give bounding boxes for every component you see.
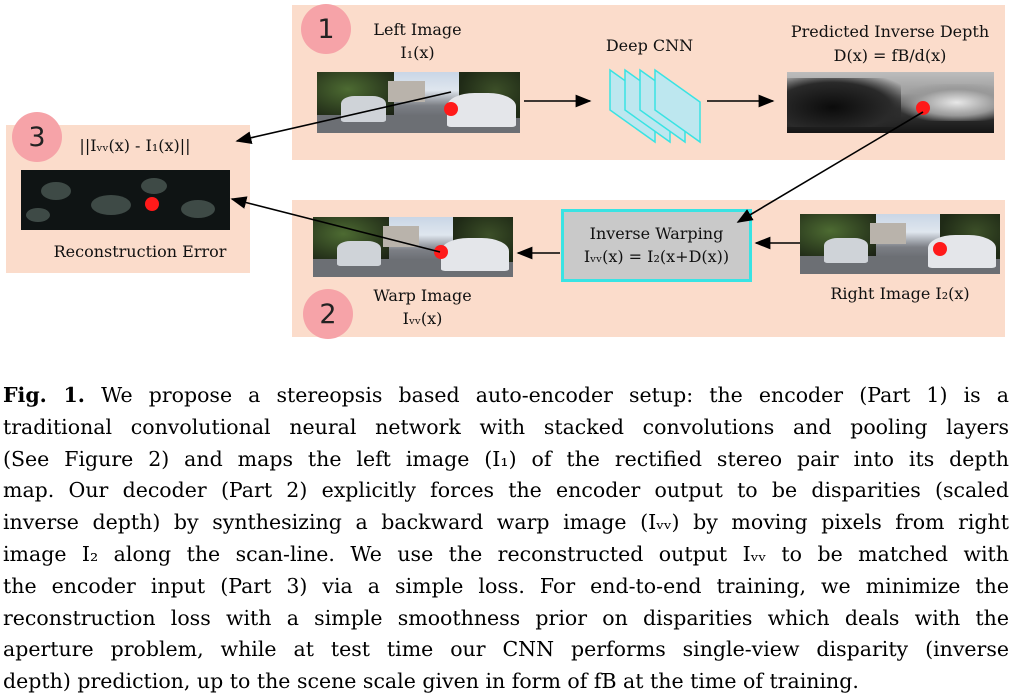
caption-line: reconstruction loss with a simple smooth… bbox=[3, 605, 1009, 630]
caption-line: aperture problem, while at test time our… bbox=[3, 637, 1009, 662]
warp-image-point-marker bbox=[434, 245, 448, 259]
reconstruction-error-label: Reconstruction Error bbox=[53, 242, 227, 261]
caption-line: Fig. 1. We propose a stereopsis based au… bbox=[3, 383, 1009, 407]
loss-formula: ||Iᵥᵥ(x) - I₁(x)|| bbox=[79, 136, 191, 155]
right-image-label: Right Image I₂(x) bbox=[830, 284, 970, 303]
caption-line: depth) prediction, up to the scene scale… bbox=[3, 669, 859, 694]
caption-line: (See Figure 2) and maps the left image (… bbox=[3, 446, 1009, 471]
depth-formula: D(x) = fB/d(x) bbox=[833, 46, 947, 65]
caption-line: traditional convolutional neural network… bbox=[3, 414, 1009, 439]
inverse-warping-box bbox=[561, 209, 752, 282]
caption-line: image I₂ along the scan-line. We use the… bbox=[3, 541, 1009, 566]
warp-image bbox=[313, 217, 513, 277]
figure-caption: Fig. 1. We propose a stereopsis based au… bbox=[3, 380, 1009, 698]
caption-line: map. Our decoder (Part 2) explicitly for… bbox=[3, 478, 1009, 503]
depth-title: Predicted Inverse Depth bbox=[790, 22, 990, 41]
inverse-warping-formula: Iᵥᵥ(x) = I₂(x+D(x)) bbox=[583, 247, 730, 266]
depth-map-image bbox=[787, 72, 994, 133]
warp-image-title: Warp Image bbox=[373, 286, 472, 305]
inverse-warping-title: Inverse Warping bbox=[589, 224, 724, 243]
warp-image-formula: Iᵥᵥ(x) bbox=[402, 309, 443, 328]
part1-badge: 1 bbox=[301, 4, 351, 54]
right-image-point-marker bbox=[933, 242, 947, 256]
left-image-formula: I₁(x) bbox=[400, 43, 435, 62]
figure-label: Fig. 1. bbox=[3, 383, 85, 407]
figure-arrows bbox=[230, 91, 924, 260]
left-image-point-marker bbox=[444, 102, 458, 116]
reconstruction-error-image bbox=[21, 170, 230, 230]
arrow-depth-to-warping bbox=[736, 111, 924, 223]
part3-badge: 3 bbox=[12, 112, 62, 162]
error-image-point-marker bbox=[145, 197, 159, 211]
caption-line: inverse depth) by synthesizing a backwar… bbox=[3, 510, 1009, 535]
cnn-label: Deep CNN bbox=[605, 36, 694, 55]
depth-map-point-marker bbox=[916, 101, 930, 115]
arrow-warp-to-error bbox=[230, 196, 441, 253]
left-image-title: Left Image bbox=[373, 20, 462, 39]
part2-badge: 2 bbox=[303, 289, 353, 339]
deep-cnn-diagram bbox=[609, 68, 701, 144]
right-image bbox=[800, 214, 1000, 274]
caption-line: the encoder input (Part 3) via a simple … bbox=[3, 573, 1009, 598]
arrow-left-to-loss bbox=[235, 91, 452, 145]
